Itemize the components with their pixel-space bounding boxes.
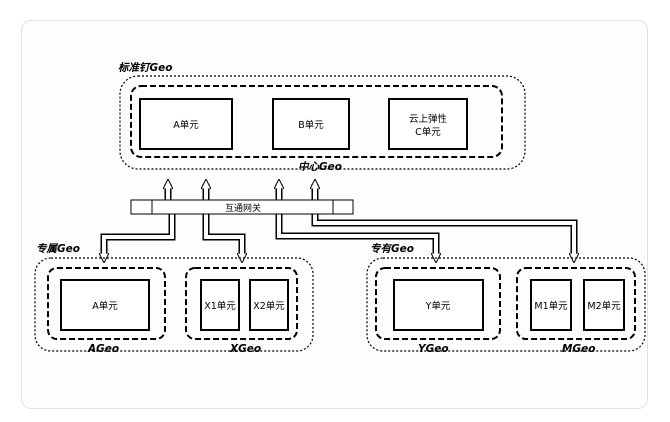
- pipe-to-ygeo: [275, 214, 436, 258]
- mgeo-unit-m2-label: M2单元: [587, 300, 621, 312]
- ygeo-label: YGeo: [418, 343, 449, 355]
- xgeo-unit-x2-label: X2单元: [253, 300, 285, 312]
- ygeo-group: [375, 267, 501, 340]
- xgeo-unit-x2-box: [249, 279, 289, 331]
- mgeo-unit-m2-box: [583, 279, 625, 331]
- top-region-title: 标准钉Geo: [118, 61, 172, 74]
- gateway-label: 互通网关: [225, 202, 261, 214]
- left-region-title: 专属Geo: [36, 242, 80, 255]
- ygeo-unit-y-label: Y单元: [425, 300, 451, 312]
- unit-a-box: [139, 98, 233, 150]
- ageo-unit-a-label: A单元: [92, 300, 118, 312]
- ageo-label: AGeo: [87, 343, 119, 355]
- unit-c-box: [388, 98, 468, 150]
- unit-c-label-line2: C单元: [415, 126, 441, 138]
- gateway-bar: [130, 199, 354, 215]
- center-geo-label: 中心Geo: [298, 160, 342, 173]
- unit-a-label: A单元: [173, 119, 199, 131]
- xgeo-unit-x1-box: [200, 279, 240, 331]
- right-region-title: 专有Geo: [370, 242, 414, 255]
- ageo-group: [47, 267, 166, 340]
- standard-geo-region: [119, 75, 526, 170]
- pipe-to-xgeo: [202, 214, 242, 258]
- mgeo-group: [516, 267, 636, 340]
- dedicated-geo-region: [34, 257, 314, 352]
- xgeo-group: [185, 267, 298, 340]
- center-geo-group: [130, 85, 503, 158]
- xgeo-label: XGeo: [229, 343, 261, 355]
- unit-b-box: [272, 98, 350, 150]
- unit-b-label: B单元: [298, 119, 324, 131]
- ygeo-unit-y-box: [393, 279, 484, 331]
- pipe-to-ageo: [104, 214, 176, 258]
- mgeo-unit-m1-label: M1单元: [534, 300, 568, 312]
- unit-c-label-line1: 云上弹性: [409, 113, 448, 125]
- mgeo-unit-m1-box: [530, 279, 572, 331]
- xgeo-unit-x1-label: X1单元: [204, 300, 236, 312]
- mgeo-label: MGeo: [562, 343, 595, 355]
- private-geo-region: [366, 257, 646, 352]
- ageo-unit-a-box: [60, 279, 150, 331]
- pipe-to-mgeo: [311, 214, 574, 258]
